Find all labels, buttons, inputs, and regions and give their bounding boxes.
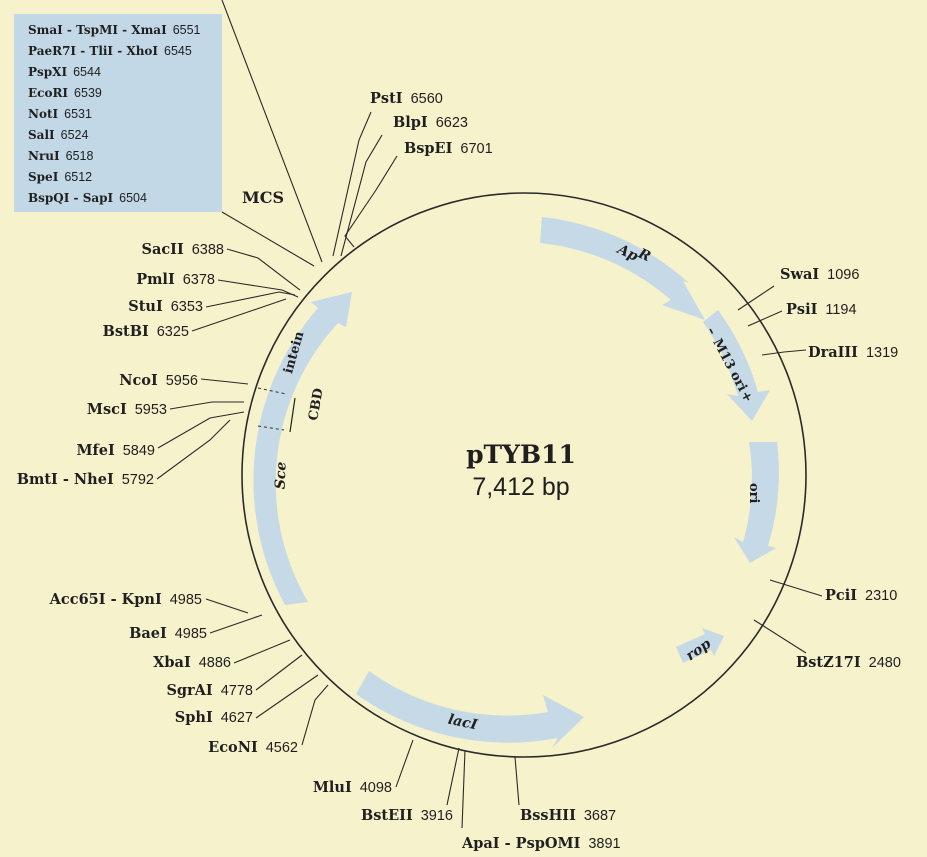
intein-arrow: [253, 292, 352, 605]
site-leaders: [156, 111, 823, 829]
plasmid-size: 7,412 bp: [472, 473, 569, 501]
leader-baei: [209, 614, 263, 634]
leader-sphi: [255, 674, 319, 719]
leader-mfei: [157, 411, 245, 449]
mcs-leader-1: [221, 0, 323, 263]
leader-bsteii: [446, 747, 460, 806]
leader-bstbi: [191, 298, 287, 332]
m13-ori-arrow: [703, 310, 770, 421]
ori-arrow: [734, 442, 779, 563]
leader-ncoi: [200, 378, 249, 385]
mcs-label: MCS: [242, 188, 284, 207]
leader-bsshii: [514, 756, 520, 806]
leader-psti: [332, 111, 372, 257]
plasmid-circle: [241, 192, 807, 758]
rop-arrow: [676, 628, 724, 663]
leader-econi: [301, 684, 329, 746]
mcs-box: [14, 14, 222, 212]
intein-split-2: [257, 425, 285, 431]
leader-kpni: [205, 598, 249, 614]
leader-stui: [205, 291, 296, 308]
leader-bstz17i: [753, 619, 807, 654]
cbd-bar: [289, 397, 296, 433]
plasmid-name: pTYB11: [466, 440, 576, 469]
leader-sacii: [226, 248, 301, 291]
leader-mlui: [395, 739, 414, 788]
apr-arrow: [540, 217, 705, 320]
leader-nhei: [156, 419, 231, 480]
leader-xbai: [233, 639, 291, 664]
leader-pmli: [217, 279, 299, 298]
leader-swai: [737, 285, 775, 311]
mcs-leader-2: [221, 211, 315, 267]
leader-draiii: [761, 349, 807, 356]
leader-msci: [169, 401, 244, 410]
leader-apai: [461, 749, 466, 829]
ori-label: ori: [746, 483, 761, 504]
leader-sgrai: [255, 654, 303, 691]
sce-label: Sce: [273, 461, 290, 489]
laci-arrow: [356, 671, 584, 748]
leader-pcii: [769, 579, 823, 597]
laci-label: lacI: [447, 712, 480, 734]
cbd-label: CBD: [306, 387, 326, 422]
intein-split-1: [257, 387, 287, 395]
leader-bspei: [344, 155, 398, 248]
leader-psii: [747, 310, 783, 327]
leader-blpi: [340, 134, 383, 257]
